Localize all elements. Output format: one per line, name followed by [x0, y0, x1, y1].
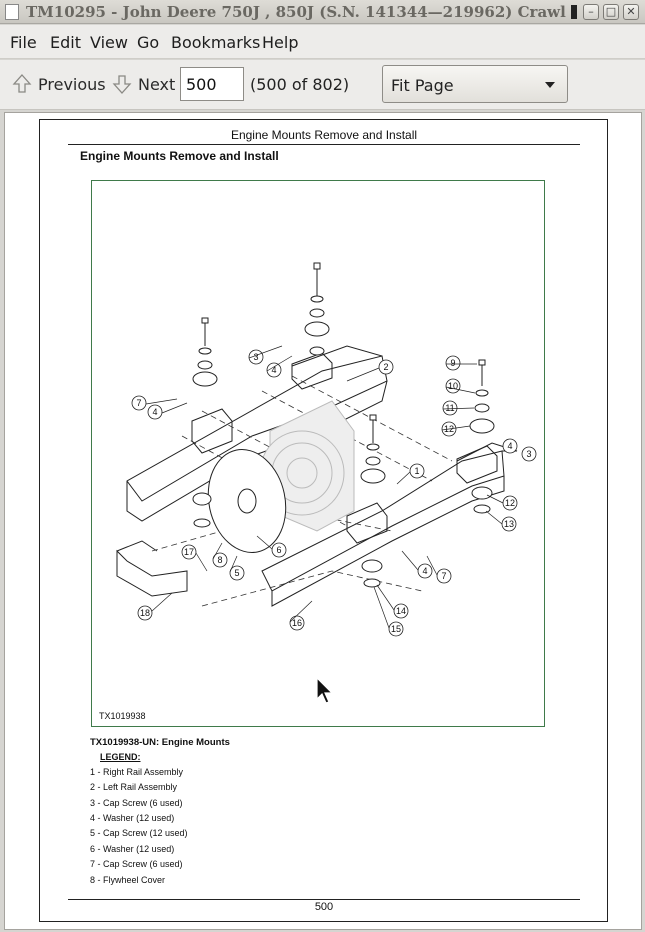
engine-mount-diagram: 1 2 3 3 4 4 4 4 5 6 7 7 8 9 10 11 12 — [116, 262, 537, 637]
menu-bar: File Edit View Go Bookmarks Help — [0, 25, 645, 59]
callout-5: 5 — [234, 568, 239, 578]
previous-label: Previous — [38, 74, 106, 94]
callout-12b: 12 — [505, 498, 515, 508]
callout-14: 14 — [396, 606, 406, 616]
callout-8: 8 — [217, 555, 222, 565]
footer-rule — [68, 899, 580, 900]
chevron-down-icon — [545, 82, 555, 88]
legend-item: 1 - Right Rail Assembly — [90, 767, 184, 777]
callout-6: 6 — [276, 545, 281, 555]
document-page: Engine Mounts Remove and Install Engine … — [39, 119, 608, 922]
menu-view[interactable]: View — [90, 33, 128, 52]
menu-bookmarks[interactable]: Bookmarks — [171, 33, 261, 52]
window-menu-icon[interactable] — [571, 5, 577, 19]
legend-item: 5 - Cap Screw (12 used) — [90, 828, 188, 838]
callout-13: 13 — [504, 519, 514, 529]
callout-10: 10 — [448, 381, 458, 391]
callout-7b: 7 — [441, 571, 446, 581]
figure-id: TX1019938 — [99, 711, 146, 721]
callout-7: 7 — [136, 398, 141, 408]
zoom-select[interactable]: Fit Page — [382, 65, 568, 103]
close-button[interactable]: ✕ — [623, 4, 639, 20]
menu-go[interactable]: Go — [137, 33, 160, 52]
arrow-up-icon — [12, 74, 32, 93]
window-title: TM10295 - John Deere 750J , 850J (S.N. 1… — [26, 3, 566, 21]
callout-15: 15 — [391, 624, 401, 634]
document-icon — [5, 4, 19, 20]
page-number-input[interactable] — [180, 67, 244, 101]
legend-item: 3 - Cap Screw (6 used) — [90, 798, 183, 808]
next-label: Next — [138, 74, 176, 94]
arrow-down-icon — [112, 75, 132, 94]
callout-11: 11 — [445, 403, 454, 413]
title-bar: TM10295 - John Deere 750J , 850J (S.N. 1… — [0, 0, 645, 24]
callout-16: 16 — [292, 618, 302, 628]
callout-1: 1 — [414, 466, 419, 476]
callout-4c: 4 — [422, 566, 427, 576]
callout-4b: 4 — [271, 365, 276, 375]
legend-title: LEGEND: — [100, 752, 141, 762]
figure-caption: TX1019938-UN: Engine Mounts — [90, 737, 230, 748]
minimize-button[interactable]: – — [583, 4, 599, 20]
legend-item: 8 - Flywheel Cover — [90, 875, 166, 885]
maximize-button[interactable]: □ — [603, 4, 619, 20]
callout-9: 9 — [450, 358, 455, 368]
callout-2: 2 — [383, 362, 388, 372]
page-count: (500 of 802) — [250, 75, 350, 94]
legend-item: 4 - Washer (12 used) — [90, 813, 175, 823]
zoom-value: Fit Page — [391, 76, 454, 95]
next-button[interactable]: Next — [112, 73, 175, 95]
legend-item: 6 - Washer (12 used) — [90, 844, 175, 854]
figure-frame: 1 2 3 3 4 4 4 4 5 6 7 7 8 9 10 11 12 — [91, 180, 545, 727]
page-number: 500 — [314, 901, 334, 913]
callout-4d: 4 — [152, 407, 157, 417]
menu-edit[interactable]: Edit — [50, 33, 81, 52]
page-header: Engine Mounts Remove and Install — [230, 128, 418, 142]
legend-item: 2 - Left Rail Assembly — [90, 782, 178, 792]
mouse-cursor-icon — [316, 677, 334, 704]
callout-3b: 3 — [253, 352, 258, 362]
legend-item: 7 - Cap Screw (6 used) — [90, 859, 183, 869]
toolbar: Previous Next (500 of 802) Fit Page — [0, 60, 645, 110]
menu-help[interactable]: Help — [262, 33, 299, 52]
callout-18: 18 — [140, 608, 150, 618]
previous-button[interactable]: Previous — [12, 73, 106, 95]
callout-3: 3 — [526, 449, 531, 459]
menu-file[interactable]: File — [10, 33, 37, 52]
callout-4: 4 — [507, 441, 512, 451]
header-rule — [68, 144, 580, 145]
section-title: Engine Mounts Remove and Install — [80, 149, 279, 163]
document-viewport[interactable]: Engine Mounts Remove and Install Engine … — [4, 112, 642, 930]
callout-17: 17 — [184, 547, 194, 557]
